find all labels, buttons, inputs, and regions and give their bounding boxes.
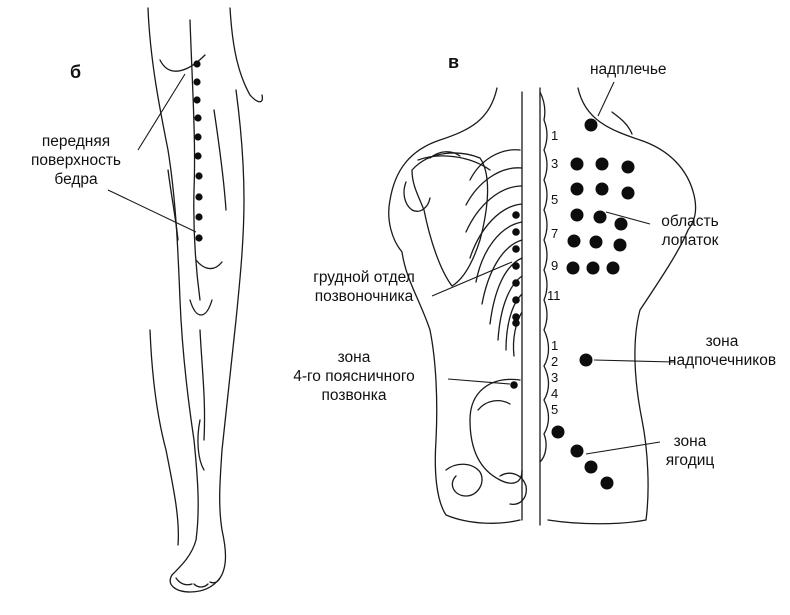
thigh-dot <box>194 152 202 160</box>
thigh-dot <box>195 213 203 221</box>
scapula-dots <box>566 157 635 275</box>
thoracic-number: 9 <box>551 258 559 273</box>
thoracic-dots <box>512 211 520 327</box>
spine-dot <box>512 262 520 270</box>
front-thigh-leader <box>107 189 197 233</box>
gluteal-zone-line: ягодиц <box>665 452 715 469</box>
lumbar4-zone-label: зона 4-го поясничного позвонка <box>282 348 426 405</box>
spine-dot <box>512 228 520 236</box>
thoracic-number: 3 <box>551 156 559 171</box>
scapula-dot <box>595 182 609 196</box>
scapula-dot <box>570 157 584 171</box>
gluteal-dot <box>600 476 614 490</box>
shoulder-dot <box>584 118 598 132</box>
scapula-dot <box>570 182 584 196</box>
scapula-dot <box>566 261 580 275</box>
gluteal-zone-line: зона <box>673 433 707 450</box>
lumbar-number: 3 <box>551 370 559 385</box>
leg-figure <box>147 7 264 593</box>
scapula-dot <box>621 160 635 174</box>
spine-dot <box>512 279 520 287</box>
adrenal-dot <box>579 353 593 367</box>
gluteal-dots <box>551 425 614 490</box>
front-thigh-line: передняя <box>41 133 111 150</box>
scapula-area-line: лопаток <box>661 232 719 249</box>
thoracic-spine-label: грудной отдел позвоночника <box>298 268 430 306</box>
thigh-dot <box>193 78 201 86</box>
adrenal-zone-label: зона надпочечников <box>660 332 784 370</box>
scapula-dot <box>593 210 607 224</box>
gluteal-dot <box>584 460 598 474</box>
gluteal-zone-label: зона ягодиц <box>650 432 730 470</box>
thigh-dot <box>193 60 201 68</box>
scapula-dot <box>589 235 603 249</box>
thoracic-spine-line: грудной отдел <box>313 269 415 286</box>
lumbar4-zone-line: позвонка <box>321 387 387 404</box>
back-figure <box>388 87 697 526</box>
scapula-dot <box>595 157 609 171</box>
lumbar4-leader <box>447 378 511 385</box>
thoracic-spine-line: позвоночника <box>314 288 414 305</box>
lumbar-number: 1 <box>551 338 559 353</box>
lumbar4-zone-line: зона <box>337 349 371 366</box>
gluteal-dot <box>551 425 565 439</box>
spine-dot <box>512 296 520 304</box>
spine-dot <box>512 319 520 327</box>
lumbar-number: 5 <box>551 402 559 417</box>
gluteal-dot <box>570 444 584 458</box>
scapula-dot <box>614 217 628 231</box>
adrenal-leader <box>593 359 675 363</box>
thoracic-number: 5 <box>551 192 559 207</box>
scapula-dot <box>606 261 620 275</box>
scapula-dot <box>567 234 581 248</box>
thigh-dots <box>193 60 203 242</box>
thigh-dot <box>194 133 202 141</box>
adrenal-zone-line: надпочечников <box>667 352 777 369</box>
thoracic-leader <box>431 261 513 297</box>
lumbar-number: 4 <box>551 386 559 401</box>
thoracic-number: 11 <box>547 288 561 303</box>
spine-dot <box>512 313 520 321</box>
thigh-dot <box>195 234 203 242</box>
adrenal-zone-line: зона <box>705 333 739 350</box>
front-thigh-line: бедра <box>54 171 98 188</box>
spine-dot <box>512 245 520 253</box>
front-thigh-leader <box>137 73 186 151</box>
spine-dot <box>512 211 520 219</box>
front-thigh-label: передняя поверхность бедра <box>14 132 138 189</box>
scapula-area-line: область <box>661 213 719 230</box>
scapula-dot <box>621 186 635 200</box>
scapula-dot <box>613 238 627 252</box>
scapula-leader <box>605 211 651 225</box>
thoracic-number: 1 <box>551 128 559 143</box>
thoracic-number: 7 <box>551 226 559 241</box>
front-thigh-line: поверхность <box>31 152 121 169</box>
thigh-dot <box>193 96 201 104</box>
lumbar4-zone-line: 4-го поясничного <box>293 368 415 385</box>
shoulder-girdle-label: надплечье <box>590 61 667 78</box>
thigh-dot <box>195 193 203 201</box>
shoulder-dots <box>584 118 598 132</box>
scapula-area-label: область лопаток <box>650 212 730 250</box>
thigh-dot <box>194 114 202 122</box>
gluteal-leader <box>585 441 661 455</box>
lumbar4-dot <box>510 381 518 389</box>
panel-label-b: б <box>70 62 82 82</box>
shoulder-leader <box>597 81 615 117</box>
scapula-dot <box>586 261 600 275</box>
panel-label-v: в <box>448 52 460 72</box>
thigh-dot <box>195 172 203 180</box>
lumbar-number: 2 <box>551 354 559 369</box>
scapula-dot <box>570 208 584 222</box>
